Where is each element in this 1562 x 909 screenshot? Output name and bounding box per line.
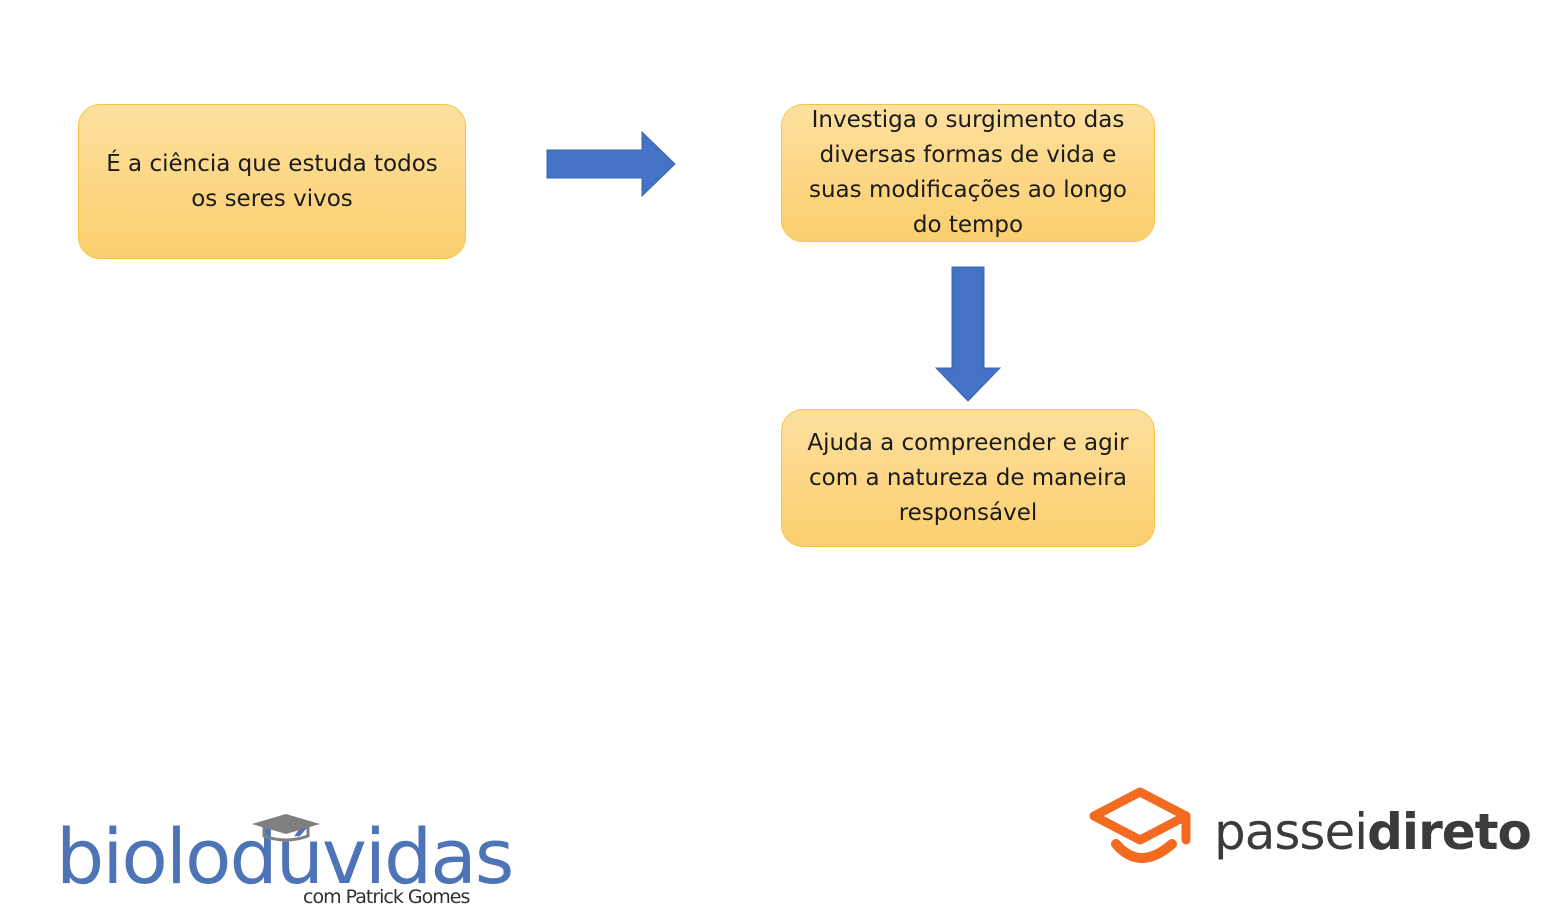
biloduvidas-logo: biolodúvidas com Patrick Gomes xyxy=(56,812,506,909)
passeidireto-logo: passeidireto xyxy=(1088,784,1558,884)
definition-box: É a ciência que estuda todos os seres vi… xyxy=(78,104,466,259)
definition-text: É a ciência que estuda todos os seres vi… xyxy=(106,147,438,217)
arrow-down-icon xyxy=(935,266,1001,402)
investigation-text: Investiga o surgimento das diversas form… xyxy=(809,103,1127,243)
graduation-cap-icon xyxy=(246,812,326,842)
biloduvidas-tagline: com Patrick Gomes xyxy=(303,885,469,909)
arrow-right-icon xyxy=(546,131,676,197)
purpose-box: Ajuda a compreender e agir com a naturez… xyxy=(781,409,1155,547)
purpose-text: Ajuda a compreender e agir com a naturez… xyxy=(807,426,1128,531)
investigation-box: Investiga o surgimento das diversas form… xyxy=(781,104,1155,242)
passeidireto-cap-icon xyxy=(1088,784,1196,880)
passeidireto-wordmark-light: passei xyxy=(1214,803,1367,861)
passeidireto-wordmark-bold: direto xyxy=(1367,803,1531,861)
passeidireto-wordmark: passeidireto xyxy=(1214,799,1531,865)
